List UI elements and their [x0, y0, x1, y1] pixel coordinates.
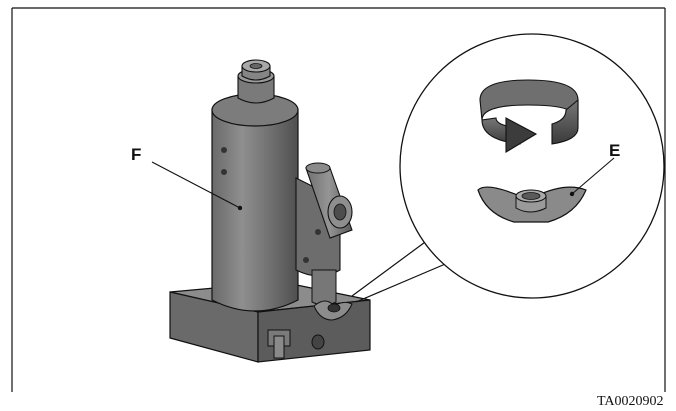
jack-ram	[238, 60, 274, 103]
bottle-jack	[170, 60, 370, 362]
callout-e-label: E	[609, 141, 620, 160]
jack-pump	[296, 163, 352, 305]
callout-f-label: F	[131, 145, 141, 164]
detail-magnifier	[352, 34, 664, 302]
jack-cylinder	[212, 94, 298, 311]
figure-id: TA0020902	[597, 394, 664, 409]
